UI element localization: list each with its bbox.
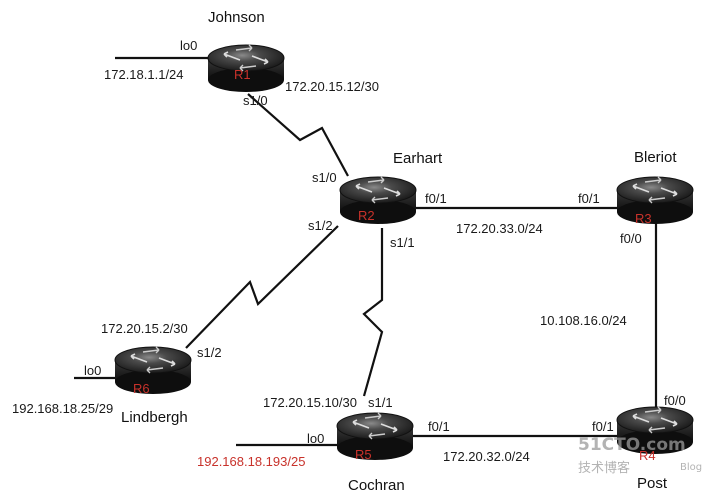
net-r5-loopback: 192.168.18.193/25 (197, 454, 305, 469)
router-name-r6: Lindbergh (121, 409, 188, 426)
router-name-r3: Bleriot (634, 149, 677, 166)
iface-r5-lo0: lo0 (307, 431, 324, 446)
net-r2-r3: 172.20.33.0/24 (456, 221, 543, 236)
router-r5[interactable]: R5 (336, 412, 414, 462)
router-name-r4: Post (637, 475, 668, 492)
iface-r4-f00: f0/0 (664, 393, 686, 408)
router-name-r2: Earhart (393, 150, 443, 167)
iface-r4-f01: f0/1 (592, 419, 614, 434)
iface-r2-f01: f0/1 (425, 191, 447, 206)
net-r1-r2: 172.20.15.12/30 (285, 79, 379, 94)
router-icon (339, 176, 417, 225)
router-icon (336, 412, 414, 461)
router-id: R5 (355, 447, 372, 462)
router-icon (114, 346, 192, 395)
router-r4[interactable]: R4 (616, 406, 694, 463)
watermark-tagline: 技术博客 (578, 460, 630, 476)
net-r3-r4: 10.108.16.0/24 (540, 313, 627, 328)
iface-r5-s11: s1/1 (368, 395, 393, 410)
net-r6-loopback: 192.168.18.25/29 (12, 401, 113, 416)
watermark-site: 51CTO.com (578, 435, 686, 455)
links (74, 56, 658, 447)
iface-r1-lo0: lo0 (180, 38, 197, 53)
router-icon (616, 176, 694, 225)
router-names: Johnson Earhart Bleriot Post Cochran Lin… (121, 9, 677, 494)
iface-r2-s10: s1/0 (312, 170, 337, 185)
link-r1-r2-serial (247, 93, 349, 177)
net-r5-r4: 172.20.32.0/24 (443, 449, 530, 464)
router-id: R6 (133, 381, 150, 396)
router-id: R1 (234, 67, 251, 82)
router-name-r1: Johnson (208, 9, 265, 26)
iface-r3-f01: f0/1 (578, 191, 600, 206)
router-id: R3 (635, 211, 652, 226)
iface-r5-f01: f0/1 (428, 419, 450, 434)
router-r6[interactable]: R6 (114, 346, 192, 396)
router-name-r5: Cochran (348, 477, 405, 494)
iface-r2-s11: s1/1 (390, 235, 415, 250)
router-id: R2 (358, 208, 375, 223)
net-r5-r2: 172.20.15.10/30 (263, 395, 357, 410)
iface-r6-s12: s1/2 (197, 345, 222, 360)
router-r3[interactable]: R3 (616, 176, 694, 226)
network-labels: 172.18.1.1/24 172.20.15.12/30 172.20.33.… (12, 67, 627, 469)
router-id: R4 (639, 448, 656, 463)
net-r1-loopback: 172.18.1.1/24 (104, 67, 184, 82)
interface-labels: lo0 s1/0 s1/0 s1/2 s1/1 f0/1 f0/1 f0/0 f… (84, 38, 686, 446)
iface-r6-lo0: lo0 (84, 363, 101, 378)
iface-r2-s12: s1/2 (308, 218, 333, 233)
iface-r1-s10: s1/0 (243, 93, 268, 108)
router-r2[interactable]: R2 (339, 176, 417, 225)
net-r6-r2: 172.20.15.2/30 (101, 321, 188, 336)
link-r6-r2-serial (185, 225, 339, 349)
watermark-blog: Blog (680, 462, 702, 473)
watermark: 51CTO.com 技术博客 Blog (578, 435, 702, 476)
router-r1[interactable]: R1 (207, 44, 285, 93)
link-r2-r5-serial (362, 228, 384, 397)
iface-r3-f00: f0/0 (620, 231, 642, 246)
